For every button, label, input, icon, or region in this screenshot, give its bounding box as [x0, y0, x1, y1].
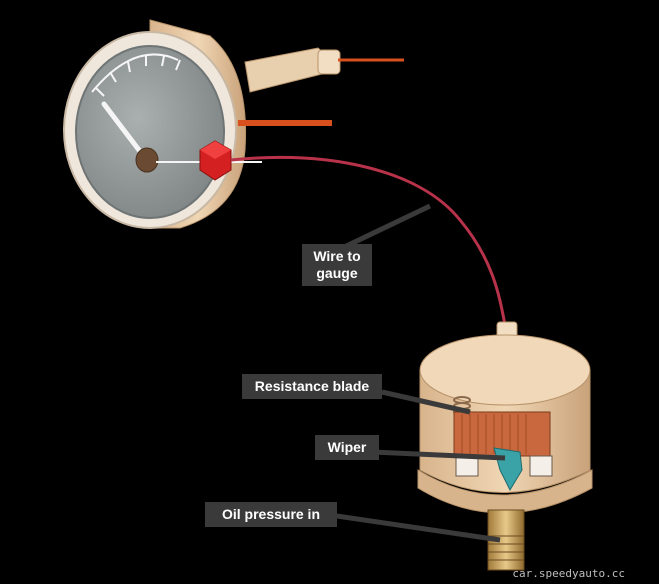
- label-wire-line-1: Wire to: [313, 248, 361, 264]
- leader-wiper: [371, 449, 506, 461]
- bracket-right: [529, 455, 553, 477]
- label-wiper: Wiper: [315, 435, 379, 460]
- sender-top: [419, 334, 591, 406]
- leader-resistance-blade: [381, 389, 471, 415]
- inlet-threads: [488, 535, 524, 561]
- label-wire-line-2: gauge: [316, 265, 358, 281]
- label-wire-to-gauge: Wire to gauge: [302, 244, 372, 286]
- resistor-windings: [461, 414, 527, 454]
- pressure-sender: [417, 321, 593, 571]
- label-resistance-blade: Resistance blade: [242, 374, 382, 399]
- stud-sleeve: [317, 49, 341, 75]
- gauge-needle: [101, 101, 148, 161]
- gauge-ticks: [95, 55, 181, 97]
- needle-hub: [135, 147, 159, 173]
- sender-flange: [417, 469, 593, 514]
- credit-text: car.speedyauto.cc: [512, 567, 625, 580]
- leader-wire: [336, 203, 432, 253]
- gauge: [63, 19, 404, 229]
- label-oil-pressure-in: Oil pressure in: [205, 502, 337, 527]
- leader-oil-in: [329, 512, 501, 543]
- rear-stud: [244, 47, 331, 93]
- signal-wire: [230, 156, 508, 331]
- gauge-scale-arc: [91, 53, 179, 93]
- gauge-face: [75, 45, 225, 219]
- leader-lines: [329, 203, 506, 543]
- ground-wire: [238, 120, 332, 126]
